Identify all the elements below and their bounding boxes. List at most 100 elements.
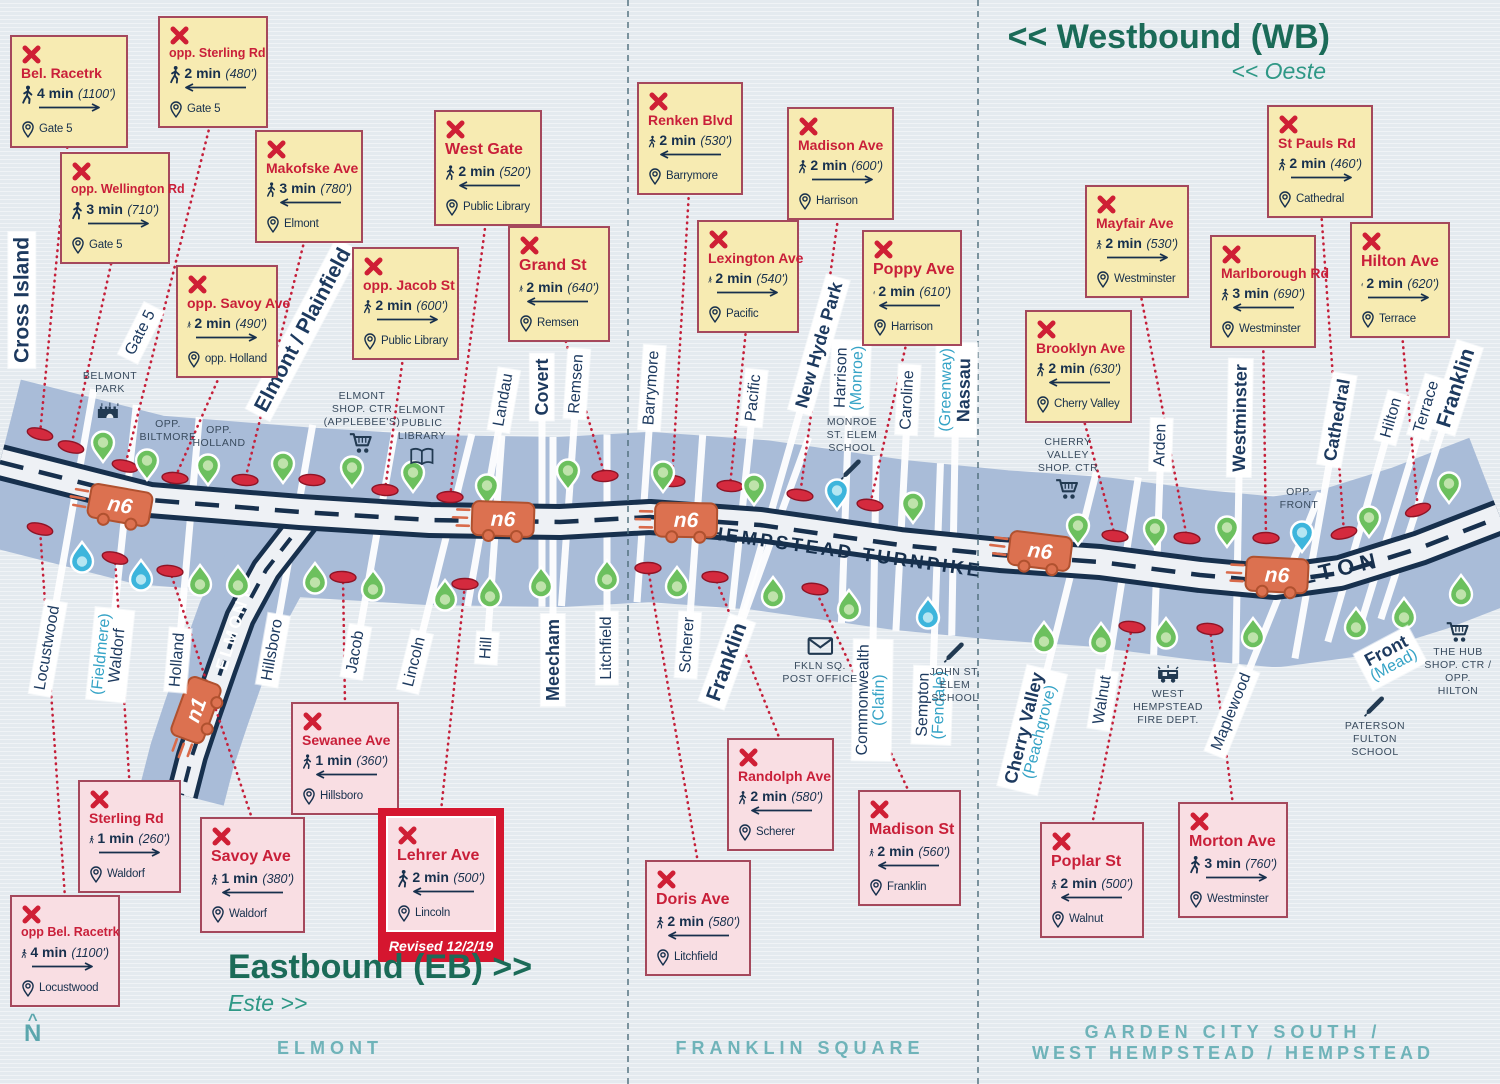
leader-line (38, 527, 67, 900)
stop-pin (339, 455, 365, 490)
stop-pin (302, 560, 328, 595)
compass-north: ^ N (24, 1011, 41, 1045)
eliminated-stop-dot (1404, 502, 1432, 518)
eliminated-stop-dot (371, 483, 399, 497)
stop-pin (128, 557, 154, 592)
leader-line (123, 111, 215, 468)
stop-pin (650, 460, 676, 495)
leader-line (813, 587, 911, 795)
stop-pin (1436, 471, 1462, 506)
stop-pin (1356, 505, 1382, 540)
street-strip (174, 416, 203, 661)
eliminated-stop-dot (634, 561, 662, 575)
street-strip (1355, 405, 1431, 632)
svg-text:n6: n6 (490, 508, 516, 532)
stop-pin (69, 539, 95, 574)
eliminated-stop-dot (591, 469, 619, 483)
eliminated-stop-dot (26, 427, 54, 441)
eliminated-stop-dot (1118, 620, 1146, 634)
stop-pin (741, 473, 767, 508)
stop-pin (477, 574, 503, 609)
leader-line (69, 244, 117, 449)
stop-pin (360, 567, 386, 602)
bus-icon-n6: n6 (69, 482, 154, 531)
leader-line (1318, 193, 1346, 535)
leader-line (728, 308, 750, 488)
eliminated-stop-dot (1330, 526, 1358, 540)
leader-line (868, 316, 914, 507)
leader-line (1261, 325, 1268, 540)
street-strip (948, 389, 960, 636)
bus-icon-n6: n6 (989, 530, 1074, 577)
street-strip (928, 463, 944, 706)
leader-line (38, 127, 71, 436)
leader-line (113, 556, 131, 785)
svg-text:n6: n6 (674, 509, 699, 532)
eastbound-subheading: Este >> (228, 990, 308, 1016)
svg-text:n6: n6 (1264, 563, 1290, 587)
svg-text:n6: n6 (1026, 539, 1053, 565)
stop-pin (1214, 515, 1240, 550)
region-label-elmont: ELMONT (277, 1038, 383, 1058)
eliminated-stop-dot (1252, 531, 1280, 545)
street-strip (837, 377, 854, 623)
leader-line (1208, 627, 1235, 807)
bus-icon-n6: n6 (634, 501, 719, 544)
bus-icon-n6: n6 (1225, 555, 1310, 600)
eliminated-stop-dot (436, 490, 464, 504)
stop-pin (824, 478, 850, 513)
leader-line (168, 569, 254, 822)
leader-line (713, 575, 782, 743)
eliminated-stop-dot (26, 522, 54, 536)
stop-pin (594, 557, 620, 592)
eastbound-heading: Eastbound (EB) >> (228, 948, 533, 986)
leader-line (383, 337, 407, 492)
eliminated-stop-dot (298, 473, 326, 487)
leader-line (646, 566, 700, 865)
bus-icon-n1: n1 (170, 676, 224, 759)
street-strip (1232, 417, 1244, 664)
eliminated-stop-dot (786, 488, 814, 502)
leader-line (1135, 273, 1189, 540)
stop-pin (1065, 513, 1091, 548)
leader-line (798, 198, 842, 497)
stop-pin (1088, 620, 1114, 655)
leader-line (448, 203, 490, 499)
stop-pin (1289, 520, 1315, 555)
stop-pin (225, 563, 251, 598)
eliminated-stop-dot (57, 440, 85, 454)
westbound-subheading: << Oeste (1231, 58, 1326, 84)
street-strip (892, 399, 912, 631)
stop-pin (915, 595, 941, 630)
stop-pin (270, 451, 296, 486)
stop-pin (1153, 615, 1179, 650)
stop-pin (1031, 619, 1057, 654)
eliminated-stop-dot (451, 577, 479, 591)
leader-line (670, 172, 692, 483)
stop-pin (90, 430, 116, 465)
street-strip (1099, 476, 1142, 701)
stop-pin (528, 564, 554, 599)
stop-pin (134, 448, 160, 483)
stop-pin (1240, 615, 1266, 650)
street-strip (411, 433, 476, 663)
stop-pin (474, 473, 500, 508)
eliminated-stop-dot (161, 471, 189, 485)
stop-pin (664, 564, 690, 599)
eliminated-stop-dot (856, 498, 884, 512)
street-strip (1150, 444, 1165, 656)
eliminated-stop-dot (329, 570, 357, 584)
region-label-franklin-square: FRANKLIN SQUARE (675, 1038, 925, 1058)
street-strip (728, 397, 758, 610)
street-strip (868, 455, 880, 701)
eliminated-stop-dot (1196, 622, 1224, 636)
svg-text:n6: n6 (106, 492, 134, 519)
eliminated-stop-dot (801, 582, 829, 596)
eliminated-stop-dot (1101, 529, 1129, 543)
stop-pin (1391, 595, 1417, 630)
stop-pin (760, 574, 786, 609)
region-label-garden-city: GARDEN CITY SOUTH / WEST HEMPSTEAD / HEM… (1031, 1022, 1435, 1063)
stop-pin (900, 491, 926, 526)
